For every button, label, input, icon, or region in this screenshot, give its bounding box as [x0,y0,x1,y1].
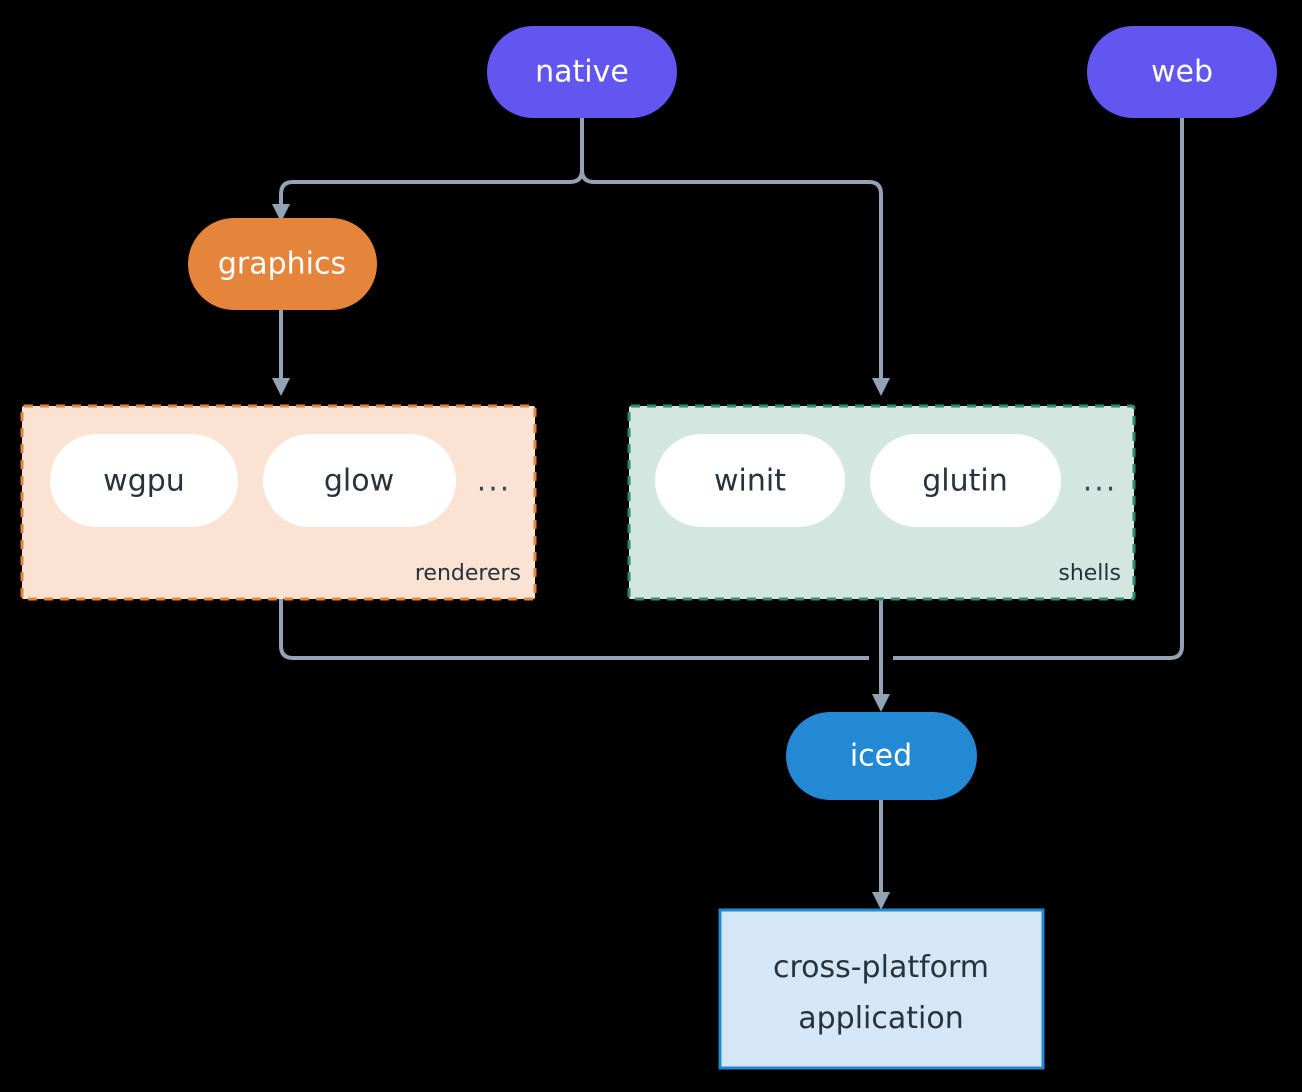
shells-ellipsis: ... [1083,464,1118,499]
node-iced[interactable]: iced [786,712,977,800]
node-iced-label: iced [850,739,912,774]
arrowhead-native-to-graphics [272,204,290,222]
pill-glow-label: glow [324,464,394,499]
node-native[interactable]: native [487,26,677,118]
edge-native-split [279,118,584,212]
pill-glow[interactable] [263,434,456,527]
node-application[interactable]: cross-platform application [718,908,1045,1070]
pill-glutin-label: glutin [922,464,1008,499]
group-renderers: wgpu glow ... renderers [20,404,537,601]
renderers-group-caption: renderers [415,561,521,586]
edge-web-iced [893,118,1184,660]
node-iced-shape[interactable] [786,712,977,800]
node-application-label-line2: application [798,1001,963,1036]
node-application-label-line1: cross-platform [773,950,989,985]
group-shells: winit glutin ... shells [627,404,1136,601]
node-application-shape[interactable] [718,908,1045,1070]
pill-glutin[interactable] [870,434,1061,527]
node-web-label: web [1151,55,1213,90]
pill-wgpu[interactable] [50,434,238,527]
pill-winit[interactable] [655,434,845,527]
node-graphics[interactable]: graphics [188,218,377,310]
arrowhead-graphics-to-renderers [272,378,290,396]
node-web[interactable]: web [1087,26,1277,118]
node-graphics-shape[interactable] [188,218,377,310]
arrowhead-native-to-shells [872,378,890,396]
edge-renderers-iced [279,599,869,660]
edge-native-shells [580,118,883,384]
arrowhead-iced-to-application [872,892,890,910]
edge-layer [272,118,1184,910]
renderers-ellipsis: ... [477,464,512,499]
node-native-shape[interactable] [487,26,677,118]
node-web-shape[interactable] [1087,26,1277,118]
pill-winit-label: winit [714,464,786,499]
shells-group-caption: shells [1058,561,1121,586]
pill-wgpu-label: wgpu [103,464,185,499]
node-native-label: native [535,55,629,90]
node-graphics-label: graphics [218,247,346,282]
arrowhead-merge-to-iced [872,694,890,712]
